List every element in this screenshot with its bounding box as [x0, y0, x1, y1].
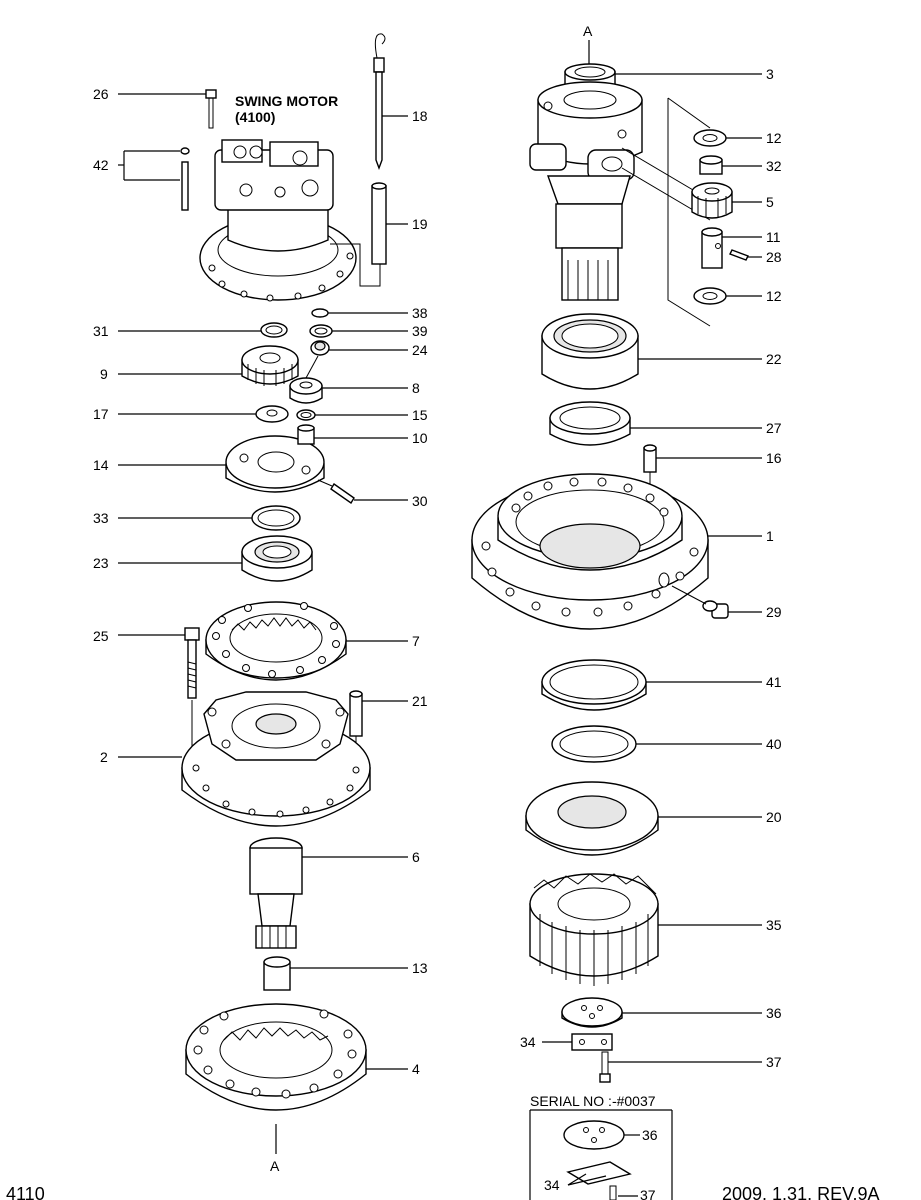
callout-21: 21 [412, 693, 428, 709]
part-24-bearing [310, 340, 408, 356]
part-8-sun-gear [289, 355, 408, 404]
part-22-roller-bearing [541, 313, 762, 390]
callout-31: 31 [93, 323, 109, 339]
callout-2: 2 [100, 749, 108, 765]
part-9-planet-gear [118, 345, 299, 386]
callout-35: 35 [766, 917, 782, 933]
part-10-carrier [118, 435, 325, 493]
callout-37-inset: 37 [640, 1187, 656, 1200]
callout-18: 18 [412, 108, 428, 124]
callout-28: 28 [766, 249, 782, 265]
callout-14: 10 [412, 430, 428, 446]
callout-32: 32 [766, 158, 782, 174]
callout-4: 4 [412, 1061, 420, 1077]
callout-36: 36 [766, 1005, 782, 1021]
part-36-plate [561, 997, 762, 1028]
callout-27: 27 [766, 420, 782, 436]
section-marker-top: A [583, 23, 593, 39]
serial-note: SERIAL NO :-#0037 [530, 1093, 656, 1109]
part-15-ring [296, 409, 408, 421]
swing-motor-ref: (4100) [235, 109, 275, 125]
callout-22: 22 [766, 351, 782, 367]
part-14-pin [297, 424, 408, 445]
part-17-washer [118, 405, 289, 423]
part-37-bolt [599, 1051, 762, 1083]
part-2-casing [118, 691, 371, 827]
part-12-washer-top [693, 129, 762, 147]
part-23-bearing [118, 535, 313, 582]
part-34-lock-plate [542, 1033, 613, 1051]
callout-5: 5 [766, 194, 774, 210]
callout-15: 15 [412, 407, 428, 423]
callout-36-inset: 36 [642, 1127, 658, 1143]
part-5-planet-gear [691, 182, 762, 219]
part-29-plug [671, 585, 762, 619]
callout-40: 40 [766, 736, 782, 752]
part-42-pins [118, 147, 190, 211]
section-marker-bottom: A [270, 1158, 280, 1174]
part-20-cover [525, 781, 762, 856]
part-16-pin [643, 444, 762, 560]
callout-41: 41 [766, 674, 782, 690]
callout-9: 9 [100, 366, 108, 382]
callout-42: 42 [93, 157, 109, 173]
part-35-pinion-gear [529, 873, 762, 986]
part-27-collar [549, 401, 762, 446]
part-31-ring [118, 322, 288, 338]
page-code: 4110 [6, 1184, 45, 1200]
callout-38: 38 [412, 305, 428, 321]
callout-17: 17 [93, 406, 109, 422]
part-28-spring-pin [729, 249, 762, 261]
part-1-housing [471, 473, 762, 630]
callout-6: 6 [412, 849, 420, 865]
part-26-bolt [118, 89, 217, 129]
part-7-ring-gear [205, 601, 408, 681]
callout-23: 23 [93, 555, 109, 571]
part-13-spacer [263, 956, 408, 991]
callout-24: 24 [412, 342, 428, 358]
part-39-ring [309, 324, 408, 338]
callout-20: 20 [766, 809, 782, 825]
part-21-pin [349, 690, 408, 760]
part-30-spring-pin [317, 479, 408, 505]
callout-34-inset: 34 [544, 1177, 560, 1193]
callout-29: 29 [766, 604, 782, 620]
callout-12b: 12 [766, 288, 782, 304]
callout-34: 34 [520, 1034, 536, 1050]
part-11-pin [701, 227, 762, 269]
part-25-bolt [118, 627, 200, 760]
callout-16: 16 [766, 450, 782, 466]
part-40-ring [551, 725, 762, 763]
part-4-ring-gear [185, 1003, 408, 1111]
callout-8: 8 [412, 380, 420, 396]
part-19-pipe [371, 182, 408, 265]
callout-30: 30 [412, 493, 428, 509]
revision-stamp: 2009. 1.31. REV.9A [722, 1184, 879, 1200]
callout-25: 25 [93, 628, 109, 644]
callout-33: 33 [93, 510, 109, 526]
part-33-snap-ring [118, 505, 301, 531]
callout-37: 37 [766, 1054, 782, 1070]
swing-motor-title: SWING MOTOR [235, 93, 338, 109]
callout-26: 26 [93, 86, 109, 102]
swing-motor-drawing [199, 139, 357, 302]
callout-13: 13 [412, 960, 428, 976]
callout-19: 19 [412, 216, 428, 232]
part-32-needle-bearing [699, 155, 762, 175]
part-3-pinion-shaft [529, 63, 762, 301]
callout-11: 11 [766, 229, 781, 245]
part-12-washer-bottom [693, 287, 762, 305]
callout-3: 3 [766, 66, 774, 82]
part-38-oring [311, 308, 408, 318]
part-41-seal [541, 659, 762, 711]
part-6-sun-shaft [249, 837, 408, 949]
callout-39: 39 [412, 323, 428, 339]
serial-inset-box [529, 1109, 673, 1200]
callout-1: 1 [766, 528, 774, 544]
callout-12a: 12 [766, 130, 782, 146]
part-18-dipstick [373, 33, 408, 170]
callout-10: 14 [93, 457, 109, 473]
callout-7: 7 [412, 633, 420, 649]
